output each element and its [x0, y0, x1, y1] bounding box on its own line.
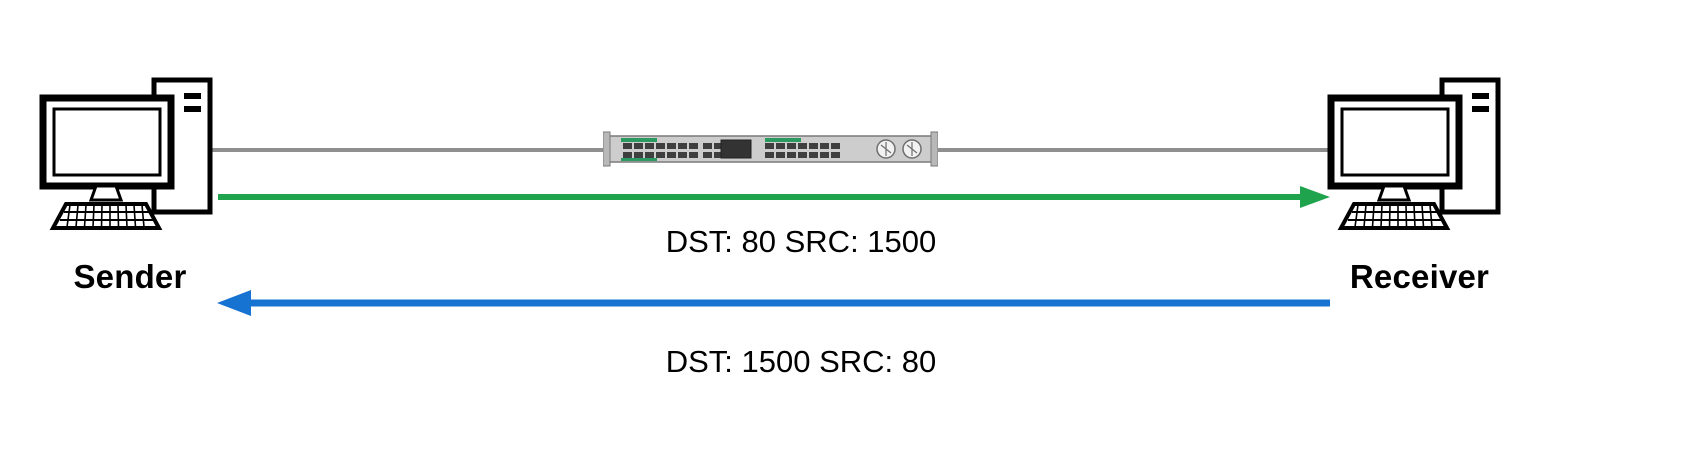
- sender-computer-icon: [39, 77, 213, 230]
- request-port-label: DST: 80 SRC: 1500: [665, 224, 937, 259]
- network-switch-icon: [603, 131, 938, 167]
- sender-label: Sender: [73, 258, 187, 295]
- request-arrow-head: [1300, 186, 1330, 208]
- response-port-label: DST: 1500 SRC: 80: [665, 344, 937, 379]
- receiver-label: Receiver: [1349, 258, 1490, 295]
- response-arrow-head: [217, 290, 251, 316]
- receiver-computer-icon: [1327, 77, 1501, 230]
